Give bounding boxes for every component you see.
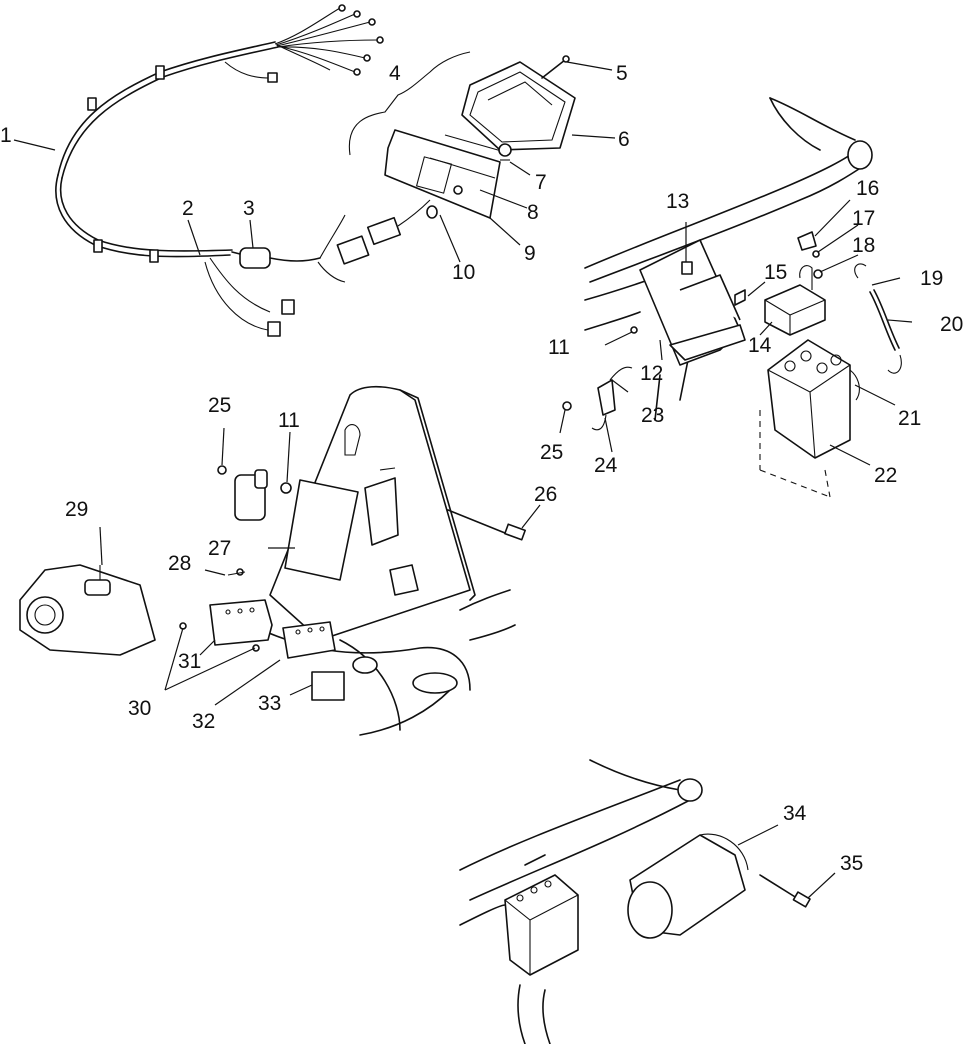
callout-2: 2: [182, 197, 194, 220]
callout-5: 5: [616, 62, 628, 85]
callout-18: 18: [852, 234, 875, 257]
callout-26: 26: [534, 483, 557, 506]
callout-35: 35: [840, 852, 863, 875]
taillight-assembly: [348, 51, 576, 219]
callout-25-right: 25: [540, 441, 563, 464]
callout-28: 28: [168, 552, 191, 575]
callout-8: 8: [527, 201, 539, 224]
callout-12: 12: [640, 362, 663, 385]
callout-15: 15: [764, 261, 787, 284]
starter-assembly: [459, 759, 811, 1044]
callout-22: 22: [874, 464, 897, 487]
leader-lines: [13, 61, 913, 899]
callout-32: 32: [192, 710, 215, 733]
callout-4: 4: [389, 62, 401, 85]
callout-6: 6: [618, 128, 630, 151]
callout-25-left: 25: [208, 394, 231, 417]
callout-16: 16: [856, 177, 879, 200]
callout-17: 17: [852, 207, 875, 230]
callout-3: 3: [243, 197, 255, 220]
callout-27: 27: [208, 537, 231, 560]
callout-10: 10: [452, 261, 475, 284]
callout-7: 7: [535, 171, 547, 194]
callout-labels: 1 2 3 4 5 6 7 8 9 10 11 12 13 14 15 16 1…: [0, 62, 963, 875]
callout-30: 30: [128, 697, 151, 720]
callout-20: 20: [940, 313, 963, 336]
callout-14: 14: [748, 334, 772, 357]
callout-11: 11: [548, 336, 570, 359]
callout-31: 31: [178, 650, 201, 673]
callout-9: 9: [524, 242, 536, 265]
callout-34: 34: [783, 802, 807, 825]
callout-23: 23: [641, 404, 664, 427]
front-mount-panel: [179, 385, 526, 736]
callout-11-left: 11: [278, 409, 300, 432]
callout-1: 1: [0, 124, 12, 147]
battery-box-assembly: [562, 97, 902, 498]
callout-33: 33: [258, 692, 281, 715]
callout-29: 29: [65, 498, 88, 521]
callout-13: 13: [666, 190, 689, 213]
callout-19: 19: [920, 267, 943, 290]
wiring-harness: [55, 4, 431, 337]
cdi-housing: [19, 564, 156, 656]
callout-24: 24: [594, 454, 618, 477]
callout-21: 21: [898, 407, 921, 430]
